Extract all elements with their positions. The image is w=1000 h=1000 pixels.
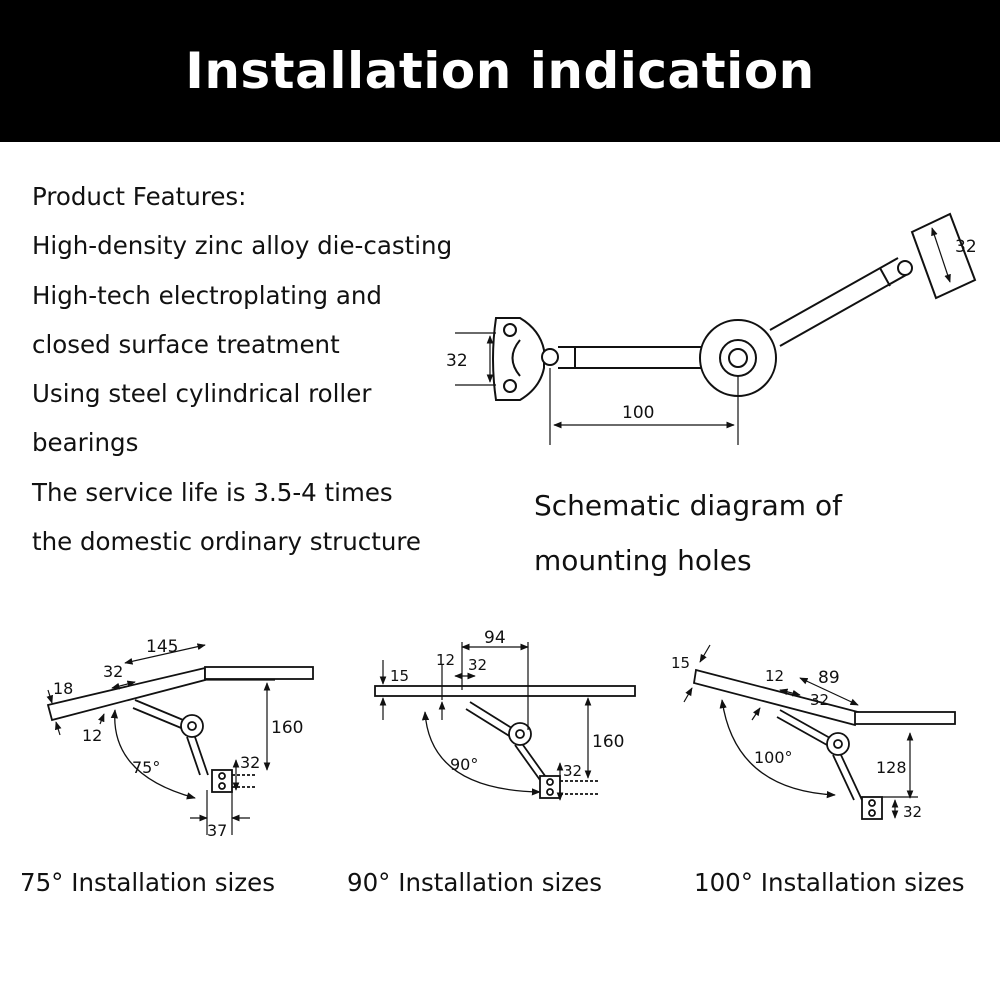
dim-label: 32 bbox=[563, 762, 582, 780]
dim-label: 12 bbox=[82, 726, 102, 745]
dim-label: 89 bbox=[818, 668, 840, 688]
feature-line: Using steel cylindrical roller bbox=[32, 379, 372, 409]
dim-label: 12 bbox=[765, 667, 784, 685]
installation-90-diagram bbox=[374, 642, 636, 801]
left-bracket bbox=[492, 317, 545, 401]
dim-label: 15 bbox=[390, 667, 409, 685]
dim-label: 32 bbox=[955, 237, 977, 257]
dim-label: 160 bbox=[592, 732, 624, 752]
feature-line: High-density zinc alloy die-casting bbox=[32, 231, 453, 261]
caption-90: 90° Installation sizes bbox=[347, 868, 602, 897]
page-title: Installation indication bbox=[185, 42, 815, 100]
installation-75-diagram bbox=[46, 643, 314, 835]
product-features-list: Product Features: High-density zinc allo… bbox=[32, 172, 502, 566]
dim-label: 100 bbox=[622, 403, 654, 423]
schematic-caption-line: Schematic diagram of bbox=[534, 489, 842, 522]
dim-label: 12 bbox=[436, 651, 455, 669]
bracket-hole bbox=[503, 379, 517, 393]
angle-label: 90° bbox=[450, 755, 478, 774]
caption-75: 75° Installation sizes bbox=[20, 868, 275, 897]
dim-label: 18 bbox=[53, 679, 73, 698]
dim-label: 32 bbox=[240, 753, 260, 772]
angle-label: 75° bbox=[132, 758, 160, 777]
dim-label: 32 bbox=[810, 691, 829, 709]
installation-100-diagram bbox=[683, 644, 956, 820]
dim-label: 37 bbox=[207, 821, 227, 840]
feature-line: The service life is 3.5-4 times bbox=[32, 477, 393, 507]
dim-label: 32 bbox=[103, 662, 123, 681]
schematic-caption: Schematic diagram of mounting holes bbox=[534, 478, 842, 588]
feature-line: High-tech electroplating and bbox=[32, 280, 382, 310]
pivot-pin bbox=[541, 348, 559, 366]
bracket-slot bbox=[511, 339, 521, 377]
feature-line: the domestic ordinary structure bbox=[32, 527, 421, 557]
dim-label: 32 bbox=[468, 656, 487, 674]
header-banner: Installation indication bbox=[0, 0, 1000, 142]
dim-label: 145 bbox=[146, 637, 178, 657]
feature-line: closed surface treatment bbox=[32, 329, 340, 359]
features-heading: Product Features: bbox=[32, 182, 247, 211]
feature-line: bearings bbox=[32, 428, 139, 458]
angle-label: 100° bbox=[754, 748, 793, 767]
dim-label: 32 bbox=[446, 351, 468, 371]
schematic-caption-line: mounting holes bbox=[534, 544, 752, 577]
caption-100: 100° Installation sizes bbox=[694, 868, 965, 897]
dim-label: 15 bbox=[671, 654, 690, 672]
dim-label: 160 bbox=[271, 718, 303, 738]
bracket-hole bbox=[503, 323, 517, 337]
schematic-diagram bbox=[455, 212, 977, 445]
dim-label: 32 bbox=[903, 803, 922, 821]
dim-label: 128 bbox=[876, 758, 907, 777]
dim-label: 94 bbox=[484, 628, 506, 648]
